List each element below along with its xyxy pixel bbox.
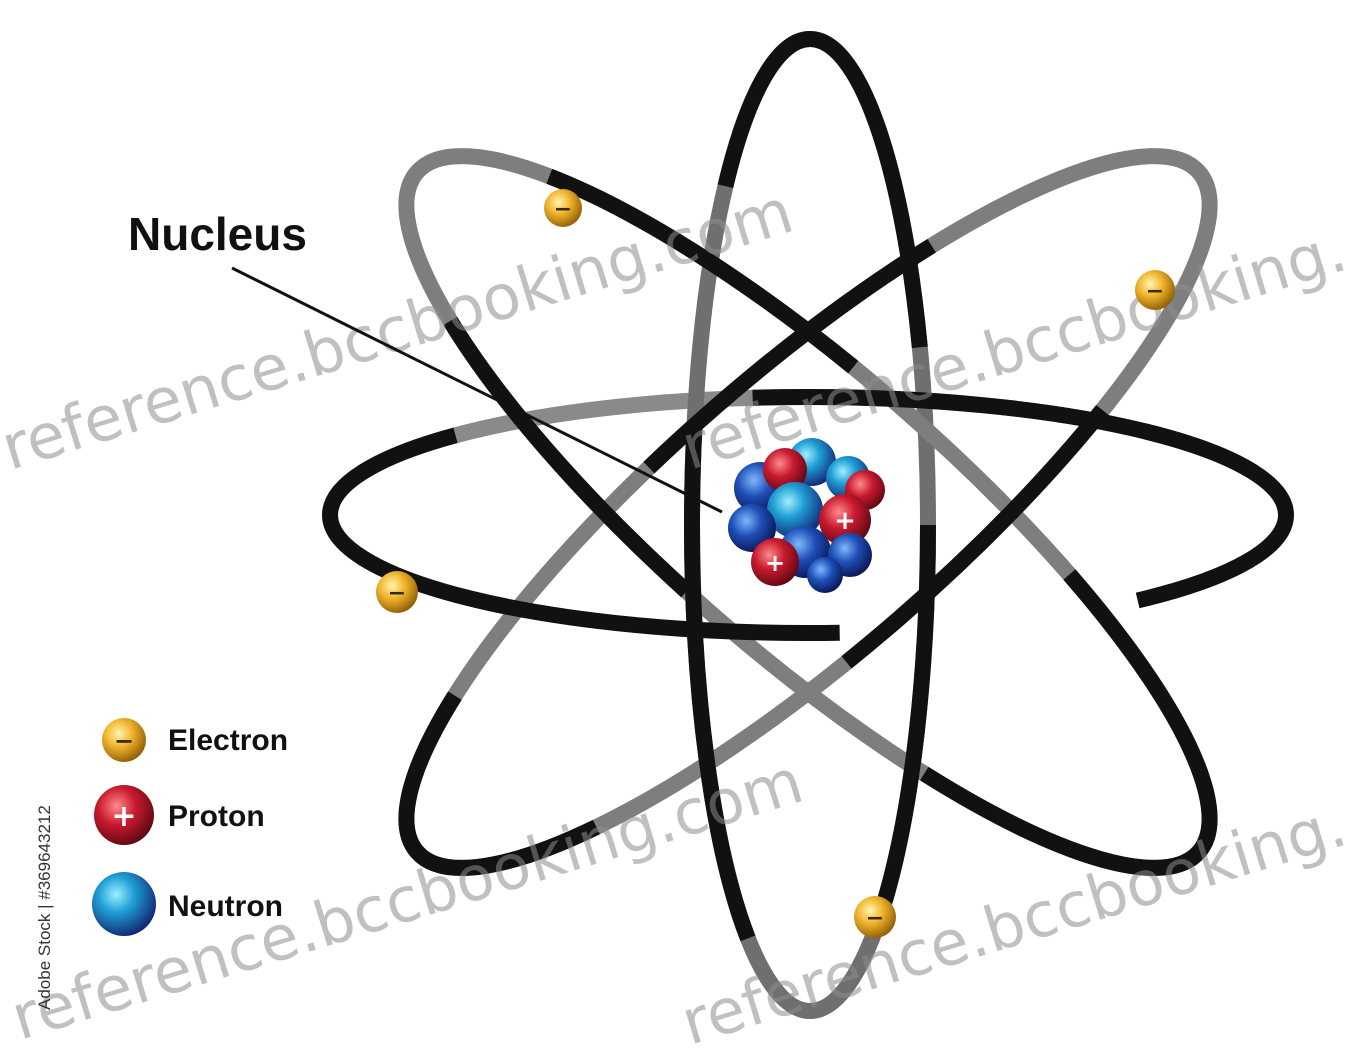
nucleus-label: Nucleus xyxy=(128,208,307,260)
electron-particle: − xyxy=(854,896,896,938)
svg-text:−: − xyxy=(114,727,134,755)
neutron-legend-icon xyxy=(92,872,156,936)
neutron-particle xyxy=(807,557,843,593)
svg-text:+: + xyxy=(111,799,136,834)
electron-particle: − xyxy=(1135,270,1175,310)
electron-particle: − xyxy=(376,571,418,613)
legend-label-proton: Proton xyxy=(168,800,265,833)
legend-label-electron: Electron xyxy=(168,724,288,757)
svg-text:−: − xyxy=(554,197,572,222)
legend-item-proton: + Proton xyxy=(94,785,265,845)
stock-credit: Adobe Stock | #369643212 xyxy=(35,805,54,1010)
legend-item-electron: − Electron xyxy=(102,718,288,762)
proton-symbol: + xyxy=(834,506,856,536)
svg-text:−: − xyxy=(866,906,884,931)
electron-particle: − xyxy=(544,189,582,227)
svg-text:−: − xyxy=(1146,279,1164,304)
legend: − Electron + Proton Neutron xyxy=(92,718,288,936)
proton-symbol: + xyxy=(765,549,785,577)
svg-text:−: − xyxy=(388,581,406,606)
legend-label-neutron: Neutron xyxy=(168,890,283,923)
